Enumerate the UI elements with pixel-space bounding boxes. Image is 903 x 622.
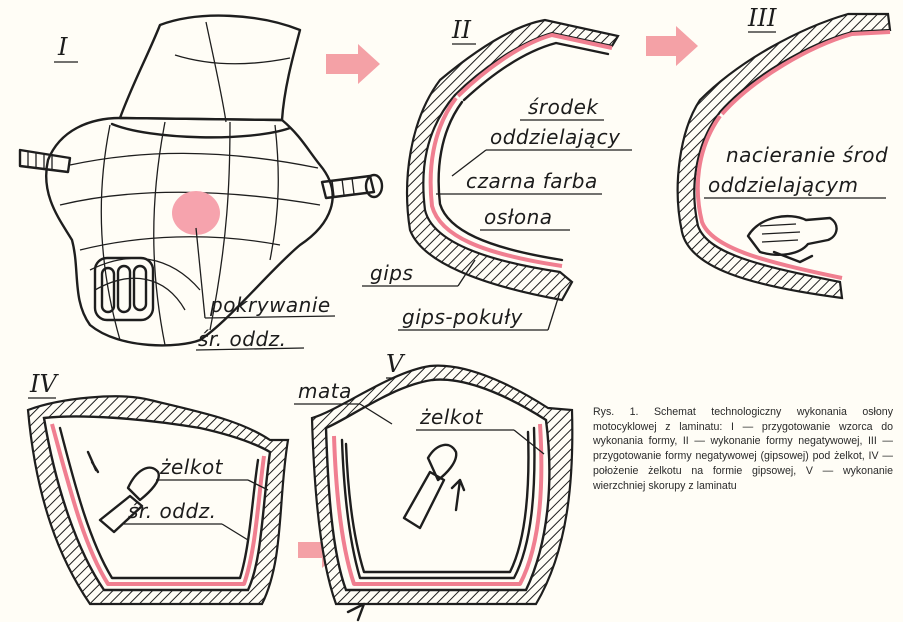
panel-3-label-1: nacieranie środ	[726, 143, 888, 167]
panel-1-numeral: I	[57, 33, 68, 61]
panel-1-label-1: pokrywanie	[209, 293, 331, 317]
panel-5-label-2: żelkot	[419, 405, 484, 429]
bottom-arrow-fragment	[348, 604, 364, 620]
arrow-1-2	[326, 44, 380, 84]
panel-4: IV żelkot śr. oddz.	[28, 370, 288, 604]
panel-2-numeral: II	[451, 16, 471, 44]
arrow-2-3	[646, 26, 698, 66]
panel-2-label-3: czarna farba	[466, 169, 598, 193]
panel-3-label-2: oddzielającym	[708, 173, 858, 197]
panel-5-label-1: mata	[298, 379, 352, 403]
panel-2-label-2: oddzielający	[490, 125, 621, 149]
panel-1-label-2: śr. oddz.	[198, 327, 287, 351]
panel-2-label-1: środek	[528, 95, 599, 119]
caption-body: Rys. 1. Schemat technologiczny wykonania…	[593, 406, 893, 492]
panel-4-label-1: żelkot	[159, 455, 224, 479]
panel-3: III nacieranie środ oddzielającym	[678, 4, 890, 298]
panel-2-label-6: gips-pokuły	[402, 305, 524, 329]
panel-4-label-2: śr. oddz.	[128, 499, 217, 523]
panel-5: V mata żelkot	[294, 350, 572, 604]
panel-4-numeral: IV	[29, 370, 59, 398]
panel-2: II środek oddzielający czarna farba osło…	[362, 16, 632, 330]
panel-2-label-4: osłona	[484, 205, 553, 229]
panel-2-label-5: gips	[370, 261, 413, 285]
panel-3-numeral: III	[747, 4, 777, 32]
figure-caption: Rys. 1. Schemat technologiczny wykonania…	[593, 405, 893, 493]
